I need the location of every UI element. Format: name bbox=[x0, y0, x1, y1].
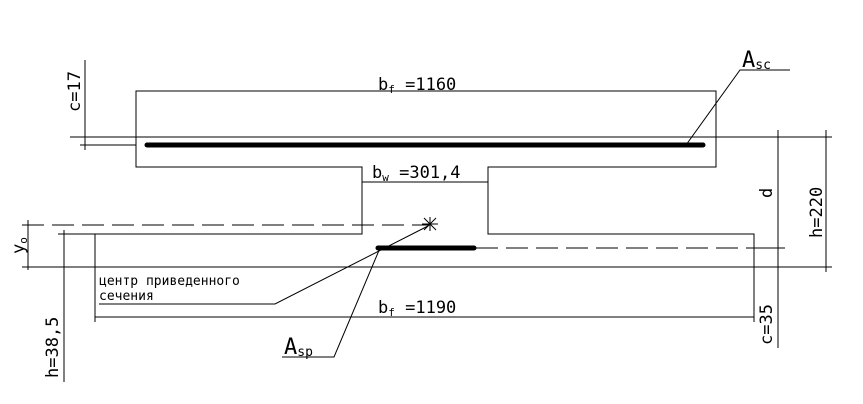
dimension-b-web: bw =301,4 bbox=[362, 163, 488, 184]
leader-asp: Asp bbox=[282, 247, 381, 360]
label-asp: Asp bbox=[284, 335, 313, 360]
dimension-d: d bbox=[754, 130, 785, 253]
dimension-h-total: h=220 bbox=[716, 130, 832, 272]
label-c-bottom: c=35 bbox=[757, 304, 777, 345]
leader-asc: Asc bbox=[685, 48, 790, 146]
label-asc: Asc bbox=[742, 48, 771, 73]
dimension-b-bottom: bf =1190 bbox=[94, 267, 755, 322]
dimension-y0: yo bbox=[9, 220, 95, 270]
leader-centroid: центр приведенного сечения bbox=[99, 225, 429, 305]
label-h-total: h=220 bbox=[807, 187, 827, 238]
label-y0: yo bbox=[9, 237, 30, 254]
label-d: d bbox=[757, 188, 777, 198]
centroid-marker bbox=[422, 217, 438, 231]
dimension-c-bottom: c=35 bbox=[754, 243, 785, 348]
centroid-lines bbox=[22, 217, 776, 249]
centroid-label-line2: сечения bbox=[99, 289, 154, 304]
dimension-b-top: bf =1160 bbox=[136, 75, 716, 96]
dimension-h-bottom: h=38,5 bbox=[43, 230, 95, 382]
centroid-label-line1: центр приведенного bbox=[99, 274, 240, 289]
label-h-bottom: h=38,5 bbox=[43, 317, 63, 378]
dimension-c-top: c=17 bbox=[65, 60, 136, 150]
label-b-top: bf =1160 bbox=[378, 75, 456, 96]
label-b-web: bw =301,4 bbox=[372, 163, 461, 184]
label-b-bottom: bf =1190 bbox=[378, 298, 456, 319]
label-c-top: c=17 bbox=[65, 71, 85, 112]
